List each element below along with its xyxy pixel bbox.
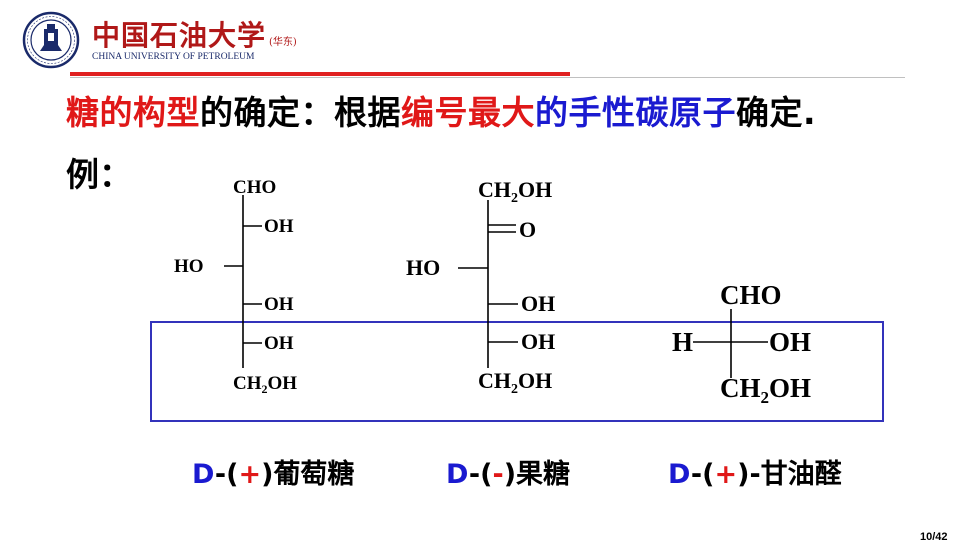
fructose-bottom-group: CH2OH <box>478 368 552 397</box>
fructose-oh-4: OH <box>521 329 555 354</box>
fructose-keto-o: O <box>519 217 536 242</box>
glyceraldehyde-top-group: CHO <box>720 280 782 310</box>
caption-glyceraldehyde-d: D <box>668 459 691 490</box>
caption-fructose-close: ) <box>503 459 517 490</box>
example-label: 例： <box>66 155 132 194</box>
caption-glucose-close: ) <box>261 459 274 490</box>
heading-part-end: 确定. <box>736 93 817 132</box>
caption-glyceraldehyde: D-(+)-甘油醛 <box>668 452 842 491</box>
glucose-structure: CHO OH HO OH OH CH2OH <box>174 177 297 396</box>
glucose-bottom-group: CH2OH <box>233 373 297 396</box>
university-seal-icon <box>22 11 80 69</box>
slide-heading: 糖的构型的确定：根据编号最大的手性碳原子确定. <box>66 86 816 134</box>
fructose-ho-2: HO <box>406 255 440 280</box>
glyceraldehyde-structure: CHO H OH CH2OH <box>672 280 811 407</box>
university-name-cn-sub: (华东) <box>269 37 297 48</box>
heading-part-highest-number: 编号最大 <box>401 93 535 132</box>
heading-part-determination: 的确定：根据 <box>200 93 401 132</box>
university-name-cn: 中国石油大学(华东) <box>92 14 297 54</box>
caption-fructose-open: -( <box>468 459 493 490</box>
caption-fructose-sign: - <box>492 459 504 490</box>
heading-part-configuration: 糖的构型 <box>66 93 200 132</box>
caption-glyceraldehyde-dash: - <box>749 459 761 490</box>
caption-glucose-d: D <box>192 459 215 490</box>
fructose-top-group: CH2OH <box>478 177 552 206</box>
page-number: 10/42 <box>920 531 948 543</box>
glucose-oh-3: OH <box>264 294 294 315</box>
caption-glyceraldehyde-sign: + <box>714 459 738 490</box>
caption-glucose-name: 葡萄糖 <box>273 459 355 490</box>
caption-glyceraldehyde-close: ) <box>737 459 750 490</box>
glyceraldehyde-bottom-group: CH2OH <box>720 373 811 407</box>
caption-glyceraldehyde-name: 甘油醛 <box>760 459 842 490</box>
glyceraldehyde-oh: OH <box>769 327 811 357</box>
caption-glucose-sign: + <box>238 459 262 490</box>
caption-glucose-open: -( <box>214 459 239 490</box>
header-divider-red <box>70 72 570 76</box>
fructose-structure: CH2OH O HO OH OH CH2OH <box>406 177 555 397</box>
highlight-box <box>150 321 884 422</box>
glucose-oh-4: OH <box>264 333 294 354</box>
glucose-oh-1: OH <box>264 216 294 237</box>
fructose-oh-3: OH <box>521 291 555 316</box>
heading-part-chiral-carbon: 的手性碳原子 <box>535 93 736 132</box>
header-divider-thin <box>70 77 905 78</box>
glucose-ho-2: HO <box>174 256 204 277</box>
glucose-top-group: CHO <box>233 177 276 198</box>
glyceraldehyde-h: H <box>672 327 693 357</box>
caption-fructose-name: 果糖 <box>516 459 571 490</box>
university-name-en: CHINA UNIVERSITY OF PETROLEUM <box>92 52 255 62</box>
caption-glucose: D-(+)葡萄糖 <box>192 452 354 491</box>
caption-fructose-d: D <box>446 459 469 490</box>
university-name-cn-main: 中国石油大学 <box>92 19 267 52</box>
caption-glyceraldehyde-open: -( <box>690 459 715 490</box>
caption-fructose: D-(-)果糖 <box>446 452 570 491</box>
